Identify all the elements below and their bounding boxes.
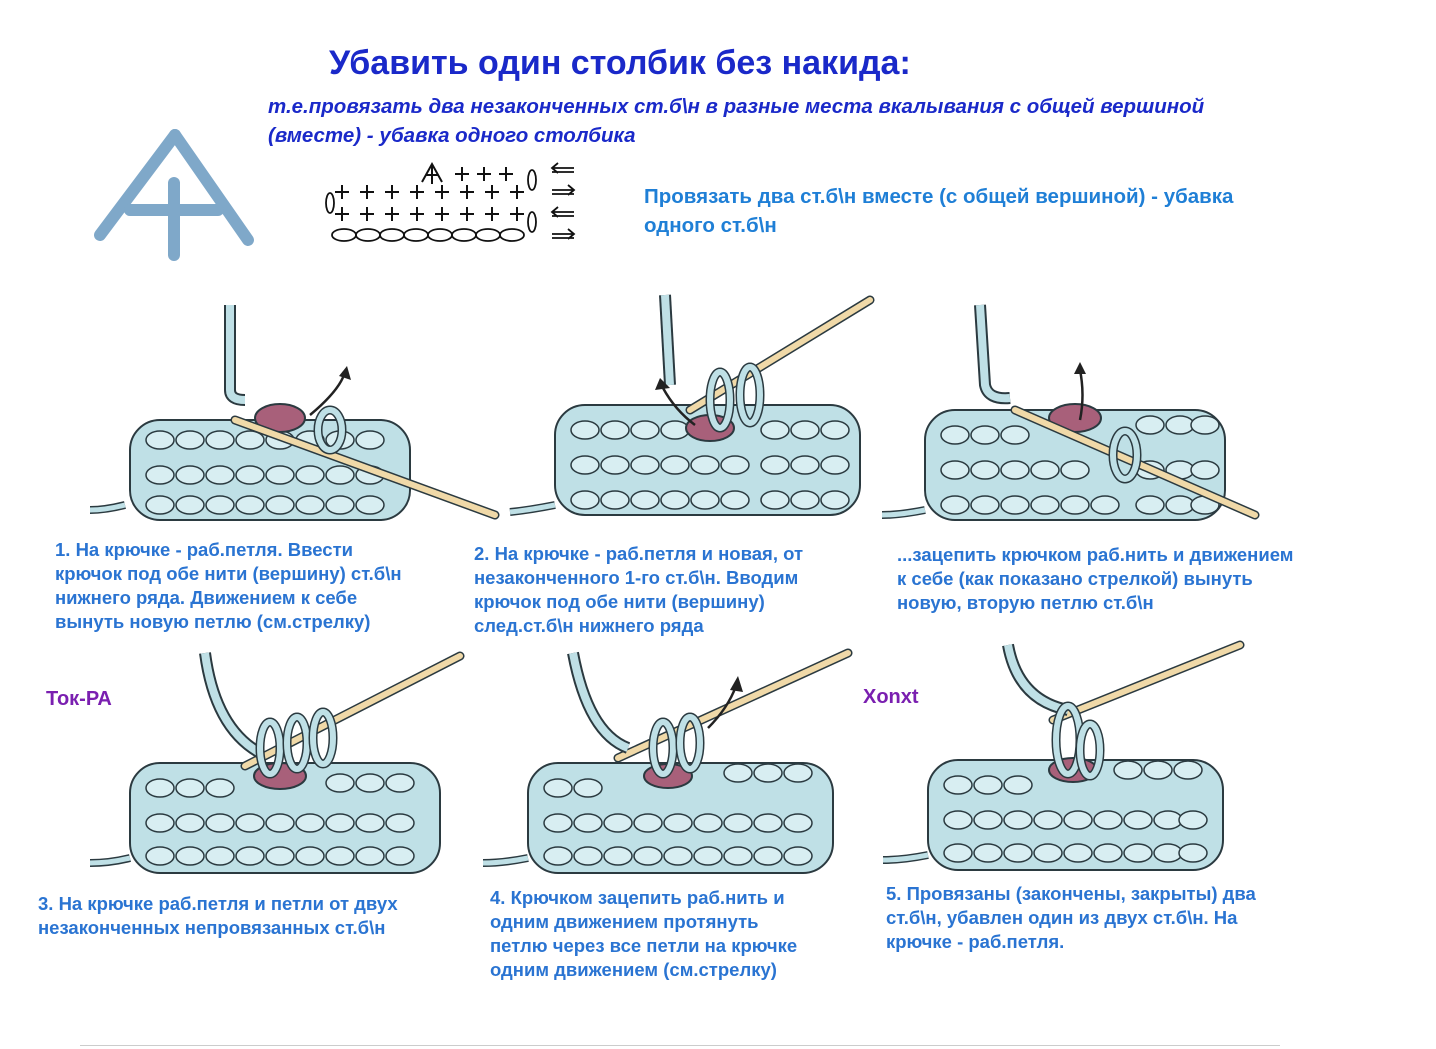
step-3-illustration xyxy=(881,304,1260,521)
watermark-right: Xonxt xyxy=(863,686,919,708)
chart-row-1 xyxy=(335,207,524,221)
step-3-caption: ...зацепить крючком раб.нить и движением… xyxy=(897,544,1294,613)
step-2-caption: 2. На крючке - раб.петля и новая, от нез… xyxy=(474,543,803,636)
subtitle: т.е.провязать два незаконченных ст.б\н в… xyxy=(268,95,1205,147)
step-4-caption: 3. На крючке раб.петля и петли от двух н… xyxy=(38,893,398,938)
page-title: Убавить один столбик без накида: xyxy=(329,44,911,82)
stitch-symbol-chart xyxy=(325,161,576,242)
divider xyxy=(80,1045,1280,1046)
watermark-left: Ток-РА xyxy=(46,688,112,710)
chart-row-2 xyxy=(335,185,524,199)
step-4-illustration xyxy=(89,651,465,874)
step-5-caption: 4. Крючком зацепить раб.нить и одним дви… xyxy=(490,887,798,980)
step-1-caption: 1. На крючке - раб.петля. Ввести крючок … xyxy=(55,539,402,632)
step-2-illustration xyxy=(509,294,875,516)
chart-note: Провязать два ст.б\н вместе (с общей вер… xyxy=(644,185,1234,237)
chain-row xyxy=(325,169,537,242)
step-5-illustration xyxy=(482,648,853,874)
decrease-symbol-icon xyxy=(94,129,254,261)
chart-row-3 xyxy=(421,161,513,184)
step-6-illustration xyxy=(882,640,1245,871)
step-1-illustration xyxy=(89,305,500,521)
row-direction-arrows xyxy=(550,162,576,240)
step-6-caption: 5. Провязаны (закончены, закрыты) два ст… xyxy=(886,883,1256,952)
